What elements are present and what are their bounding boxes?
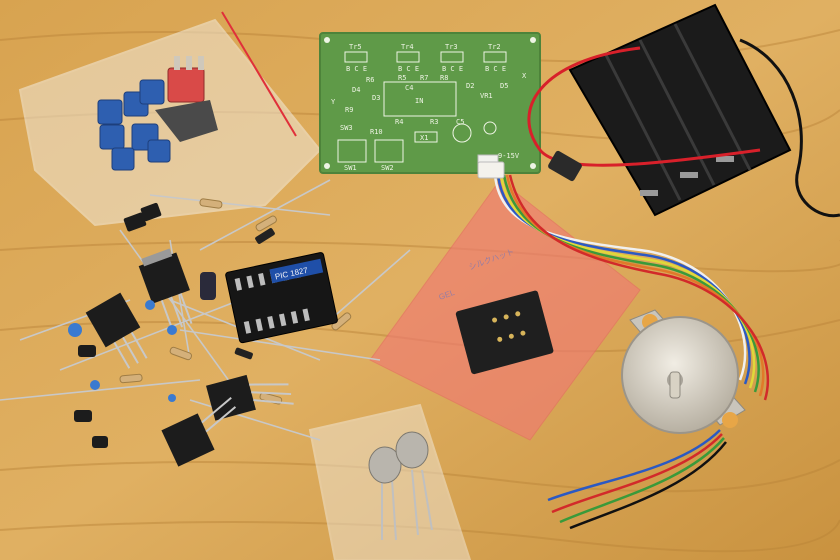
small-capacitor (548, 150, 582, 182)
electrolytic-capacitor-2 (395, 431, 433, 536)
pcb-label-tr3: Tr3 (445, 43, 458, 51)
electrolytic-capacitor-1 (368, 446, 402, 541)
resistors (119, 198, 352, 405)
motor-lead-wires (547, 429, 727, 530)
pcb-label-r5: R5 (398, 74, 406, 82)
pcb-label-x: X (522, 72, 527, 80)
pcb-label-r10: R10 (370, 128, 383, 136)
pcb-label-bce-2: B C E (398, 65, 419, 73)
pcb-label-bce-3: B C E (442, 65, 463, 73)
diodes (234, 228, 275, 360)
pcb-label-x1: X1 (420, 134, 428, 142)
toggle-switch (155, 56, 218, 142)
pcb-label-r6: R6 (366, 76, 374, 84)
pcb-label-tr4: Tr4 (401, 43, 414, 51)
pcb-label-sw1: SW1 (344, 164, 357, 172)
pcb-label-c4: C4 (405, 84, 413, 92)
pcb-label-r4: R4 (395, 118, 403, 126)
small-transistors (74, 345, 108, 448)
pcb-label-r8: R8 (440, 74, 448, 82)
pcb-label-bce-4: B C E (485, 65, 506, 73)
green-pcb: Tr5 Tr4 Tr3 Tr2 B C E B C E B C E B C E … (319, 32, 541, 174)
white-connector (477, 161, 505, 179)
pcb-label-tr2: Tr2 (488, 43, 501, 51)
clear-bag-capacitors (308, 403, 472, 560)
ic-socket (455, 290, 554, 375)
clear-bag-trimpots (18, 11, 322, 227)
pcb-label-sw3: SW3 (340, 124, 353, 132)
trimpot-group (97, 79, 171, 171)
pcb-label-d3: D3 (372, 94, 380, 102)
pcb-label-sw2: SW2 (381, 164, 394, 172)
pcb-label-d4: D4 (352, 86, 360, 94)
battery-red-wire (527, 46, 761, 167)
pcb-label-bce-1: B C E (346, 65, 367, 73)
pic-microcontroller: PIC 1827 (225, 252, 338, 344)
small-electrolytic (200, 272, 216, 300)
pcb-label-r9: R9 (345, 106, 353, 114)
pcb-label-d2: D2 (466, 82, 474, 90)
blue-ceramic-capacitors (68, 300, 177, 402)
pcb-label-r7: R7 (420, 74, 428, 82)
to220-transistors (85, 202, 294, 467)
pcb-label-vr1: VR1 (480, 92, 493, 100)
battery-holder (527, 3, 840, 218)
pcb-label-vdc: 9-15V (498, 152, 520, 160)
pcb-label-y: Y (331, 98, 336, 106)
motor-cable-bundle (493, 174, 770, 401)
pcb-label-in: IN (415, 97, 423, 105)
stepper-motor (621, 309, 746, 434)
pcb-label-r3: R3 (430, 118, 438, 126)
battery-black-wire (739, 38, 840, 218)
pcb-label-c5: C5 (456, 118, 464, 126)
pcb-label-tr5: Tr5 (349, 43, 362, 51)
pcb-label-d5: D5 (500, 82, 508, 90)
